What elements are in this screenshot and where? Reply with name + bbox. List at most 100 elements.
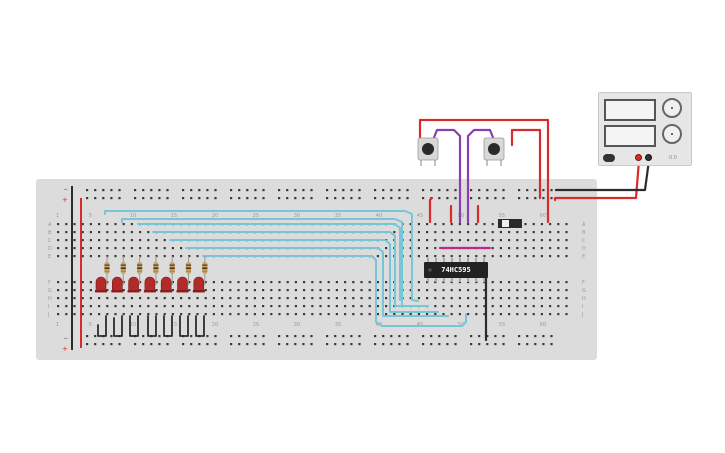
rail-hole [286, 335, 289, 338]
breadboard-hole [557, 305, 560, 308]
breadboard-hole [114, 297, 117, 300]
led[interactable] [144, 276, 156, 293]
breadboard-hole [516, 247, 519, 250]
power-supply[interactable]: 0.0 [598, 92, 692, 166]
rail-hole [358, 197, 361, 200]
led[interactable] [177, 276, 188, 293]
breadboard-hole [237, 313, 240, 316]
slide-switch[interactable] [498, 219, 522, 228]
rail-hole [238, 189, 241, 192]
rail-hole [150, 343, 153, 346]
led-ground-wire[interactable] [97, 315, 107, 337]
breadboard-hole [180, 247, 183, 250]
breadboard-hole [499, 231, 502, 234]
button-wire-purple[interactable] [431, 128, 462, 224]
rail-hole [214, 343, 217, 346]
breadboard-hole [253, 281, 256, 284]
column-number: 55 [499, 322, 505, 328]
led[interactable] [160, 276, 172, 293]
breadboard-hole [475, 255, 478, 258]
breadboard-hole [540, 255, 543, 258]
power-wire-red[interactable] [418, 118, 550, 224]
breadboard-hole [245, 289, 248, 292]
led-ground-wire[interactable] [179, 315, 189, 337]
breadboard-hole [458, 297, 461, 300]
breadboard-hole [245, 281, 248, 284]
breadboard-hole [376, 281, 379, 284]
breadboard-hole [89, 297, 92, 300]
shift-register-chip[interactable] [424, 262, 488, 278]
breadboard-hole [237, 297, 240, 300]
psu-negative-wire[interactable] [554, 158, 651, 192]
psu-positive-wire[interactable] [553, 158, 641, 202]
breadboard-hole [81, 281, 84, 284]
led-ground-wire[interactable] [163, 315, 173, 337]
breadboard-hole [434, 305, 437, 308]
breadboard-hole [335, 281, 338, 284]
led[interactable] [128, 276, 139, 293]
power-wire-red[interactable] [428, 196, 434, 224]
data-wire-7[interactable] [202, 255, 467, 327]
breadboard-hole [81, 223, 84, 226]
breadboard-hole [524, 305, 527, 308]
row-letter: D [48, 246, 52, 252]
breadboard-hole [442, 313, 445, 316]
chip-pin [427, 258, 429, 262]
rail-hole [102, 197, 105, 200]
breadboard-hole [196, 255, 199, 258]
psu-power-switch[interactable] [603, 154, 615, 162]
chip-pin [467, 278, 469, 282]
data-wire-4[interactable] [152, 231, 429, 307]
rail-hole [94, 343, 97, 346]
rail-hole [278, 335, 281, 338]
led[interactable] [112, 276, 123, 293]
pushbutton-cap[interactable] [422, 143, 434, 155]
led-ground-wire[interactable] [147, 315, 157, 337]
column-number: 20 [212, 213, 218, 219]
pushbutton-cap[interactable] [488, 143, 500, 155]
data-wire-1[interactable] [104, 210, 419, 302]
breadboard-hole [106, 239, 109, 242]
data-wire-3[interactable] [137, 223, 401, 301]
led-ground-wire[interactable] [195, 315, 205, 337]
breadboard-hole [89, 281, 92, 284]
breadboard-hole [262, 305, 265, 308]
breadboard-hole [450, 223, 453, 226]
breadboard-hole [549, 231, 552, 234]
led[interactable] [193, 276, 205, 293]
data-wire-5[interactable] [169, 239, 439, 313]
rail-hole [150, 197, 153, 200]
breadboard-hole [221, 297, 224, 300]
psu-current-knob[interactable] [662, 124, 682, 144]
breadboard-hole [130, 297, 133, 300]
rail-hole [326, 343, 329, 346]
led-ground-wire[interactable] [129, 315, 139, 337]
led-ground-wire[interactable] [113, 315, 123, 337]
breadboard-hole [65, 255, 68, 258]
breadboard-hole [327, 305, 330, 308]
rail-hole [134, 189, 137, 192]
rail-hole [358, 335, 361, 338]
chip-pin [459, 258, 461, 262]
psu-negative-terminal[interactable] [645, 154, 652, 161]
breadboard-hole [540, 239, 543, 242]
slide-switch-knob[interactable] [502, 220, 509, 227]
breadboard-hole [171, 255, 174, 258]
psu-positive-terminal[interactable] [635, 154, 642, 161]
column-number: 60 [540, 322, 546, 328]
chip-pin [443, 258, 445, 262]
rail-hole [350, 335, 353, 338]
led[interactable] [95, 276, 107, 293]
breadboard-hole [73, 231, 76, 234]
button-wire-purple[interactable] [466, 128, 496, 224]
rail-hole [526, 335, 529, 338]
breadboard-hole [122, 223, 125, 226]
psu-voltage-knob[interactable] [662, 98, 682, 118]
breadboard-hole [417, 255, 420, 258]
breadboard-hole [180, 305, 183, 308]
breadboard-hole [122, 297, 125, 300]
data-wire-6[interactable] [185, 247, 449, 317]
power-wire-red[interactable] [510, 128, 542, 200]
breadboard-hole [557, 231, 560, 234]
